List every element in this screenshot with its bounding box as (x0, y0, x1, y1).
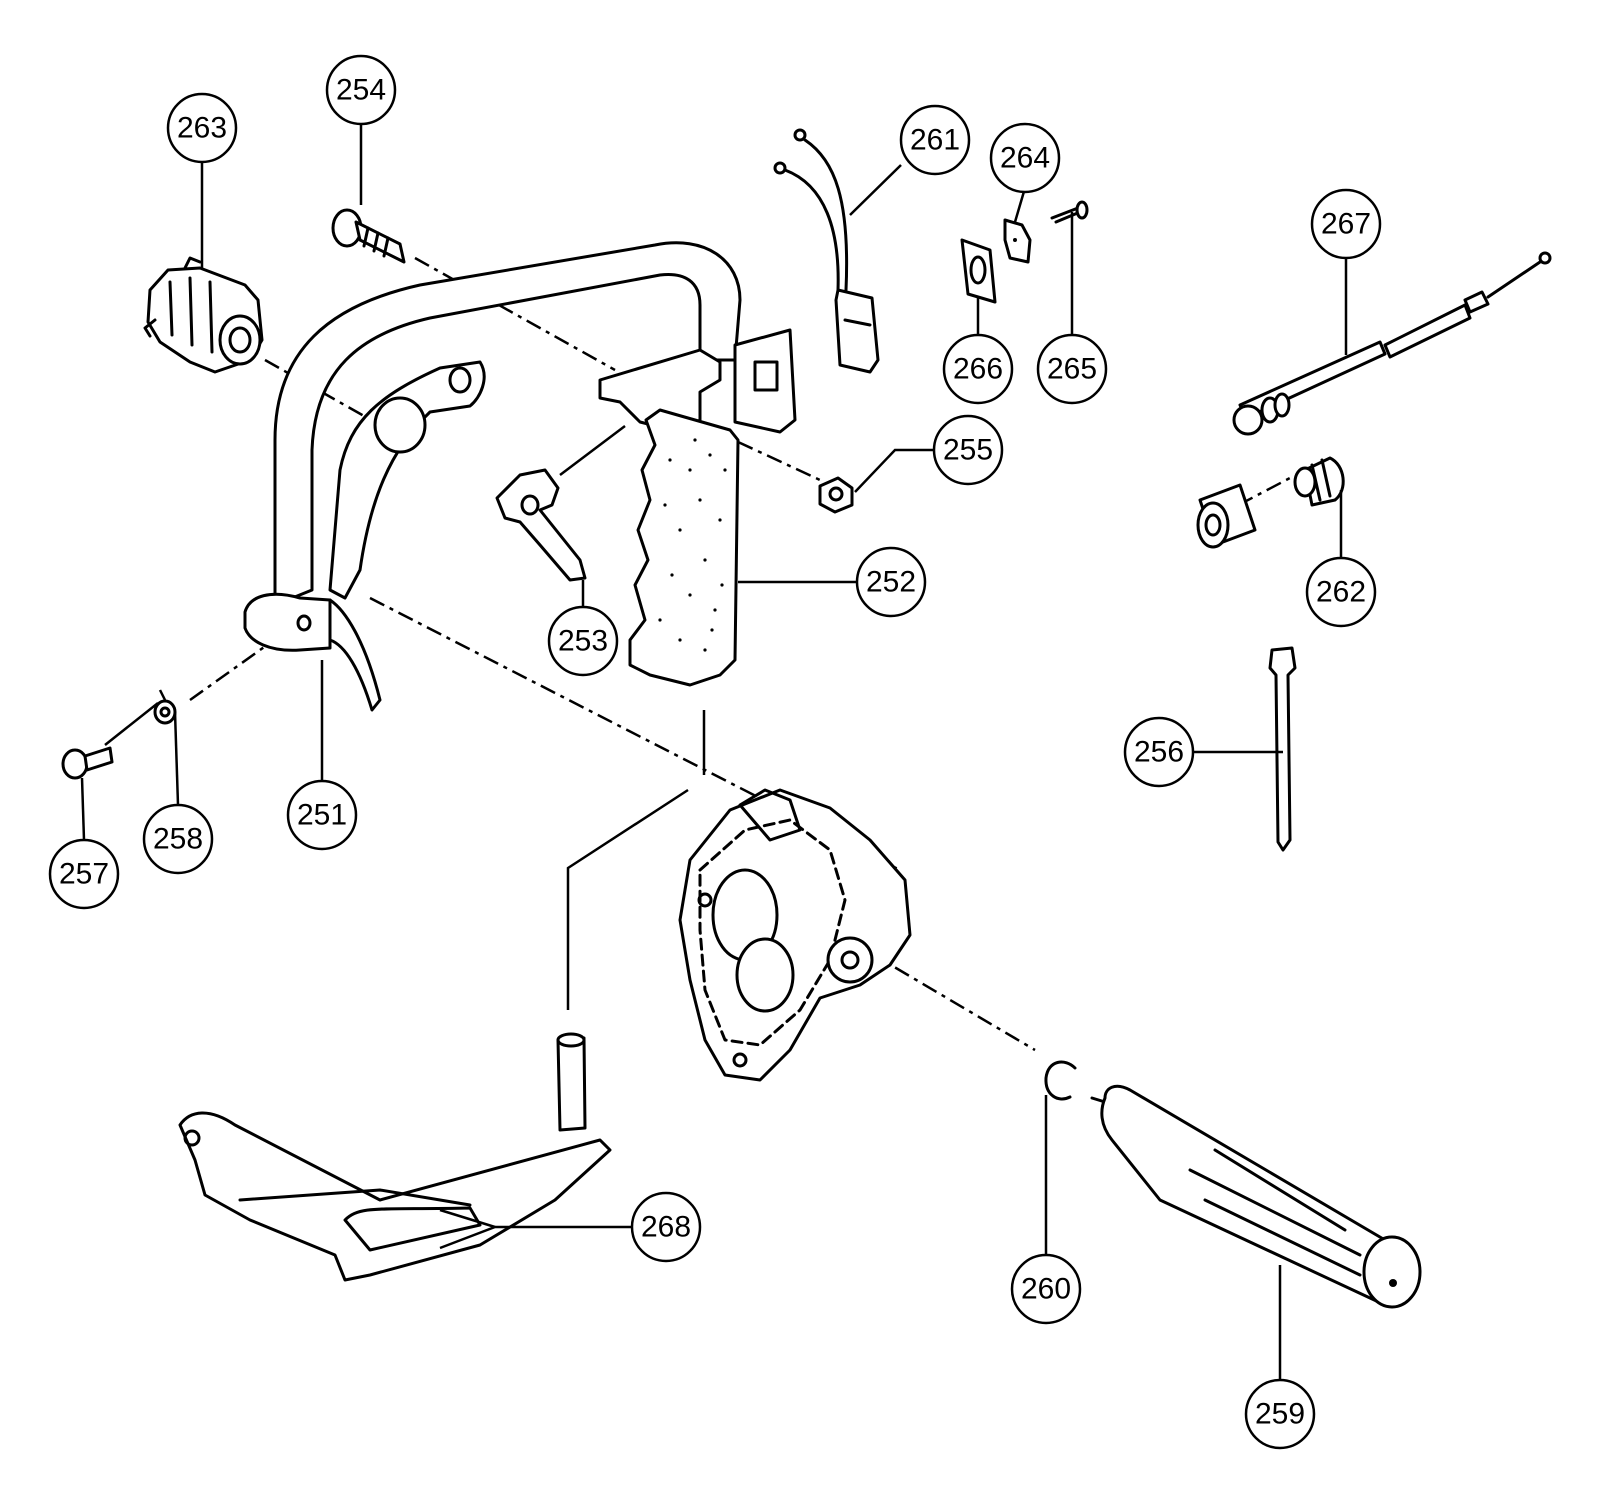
callout-label: 262 (1316, 576, 1366, 609)
callout-label: 252 (866, 566, 916, 599)
callout-label: 264 (1000, 142, 1050, 175)
part-254-bolt (331, 208, 406, 264)
callout-254: 254 (325, 54, 397, 126)
callout-257: 257 (48, 838, 120, 910)
callout-251: 251 (286, 779, 358, 851)
part-258-washer (153, 699, 177, 725)
part-255-nut (818, 476, 854, 514)
part-260-circlip (1044, 1060, 1077, 1101)
engine-housing (678, 788, 912, 1082)
callout-label: 261 (910, 124, 960, 157)
part-256-tool-pin (1268, 646, 1297, 852)
callout-label: 267 (1321, 208, 1371, 241)
callout-label: 260 (1021, 1273, 1071, 1306)
callout-label: 254 (336, 74, 386, 107)
callout-label: 265 (1047, 353, 1097, 386)
callout-253: 253 (547, 605, 619, 677)
callout-label: 266 (953, 353, 1003, 386)
callout-label: 253 (558, 625, 608, 658)
part-257-screw (61, 746, 114, 780)
callout-256: 256 (1123, 716, 1195, 788)
part-263-switch-housing (143, 256, 264, 374)
callout-label: 258 (153, 823, 203, 856)
callout-261: 261 (899, 104, 971, 176)
callout-268: 268 (630, 1191, 702, 1263)
callout-260: 260 (1010, 1253, 1082, 1325)
callout-label: 263 (177, 112, 227, 145)
callout-252: 252 (855, 546, 927, 618)
part-253-trigger (495, 468, 587, 582)
part-252-grip (598, 328, 797, 687)
part-261-wire-lead (773, 128, 880, 374)
callout-266: 266 (942, 333, 1014, 405)
callout-264: 264 (989, 122, 1061, 194)
callout-262: 262 (1305, 556, 1377, 628)
callout-267: 267 (1310, 188, 1382, 260)
part-264-block (1003, 218, 1032, 264)
part-251-handle-bar (243, 241, 742, 712)
part-267-throttle-cable (1232, 251, 1552, 436)
callout-255: 255 (932, 414, 1004, 486)
callout-265: 265 (1036, 333, 1108, 405)
callout-label: 268 (641, 1211, 691, 1244)
callout-259: 259 (1244, 1378, 1316, 1450)
part-268-stand (178, 1032, 612, 1282)
callout-label: 251 (297, 799, 347, 832)
part-266-gasket (960, 238, 997, 304)
callout-label: 257 (59, 858, 109, 891)
part-259-side-handle (1090, 1084, 1422, 1309)
callout-label: 255 (943, 434, 993, 467)
callout-263: 263 (166, 92, 238, 164)
callout-label: 259 (1255, 1398, 1305, 1431)
part-265-screw (1050, 200, 1089, 224)
callout-258: 258 (142, 803, 214, 875)
callout-label: 256 (1134, 736, 1184, 769)
part-262-spring-ferrule (1196, 456, 1345, 549)
grip-texture (658, 438, 727, 652)
